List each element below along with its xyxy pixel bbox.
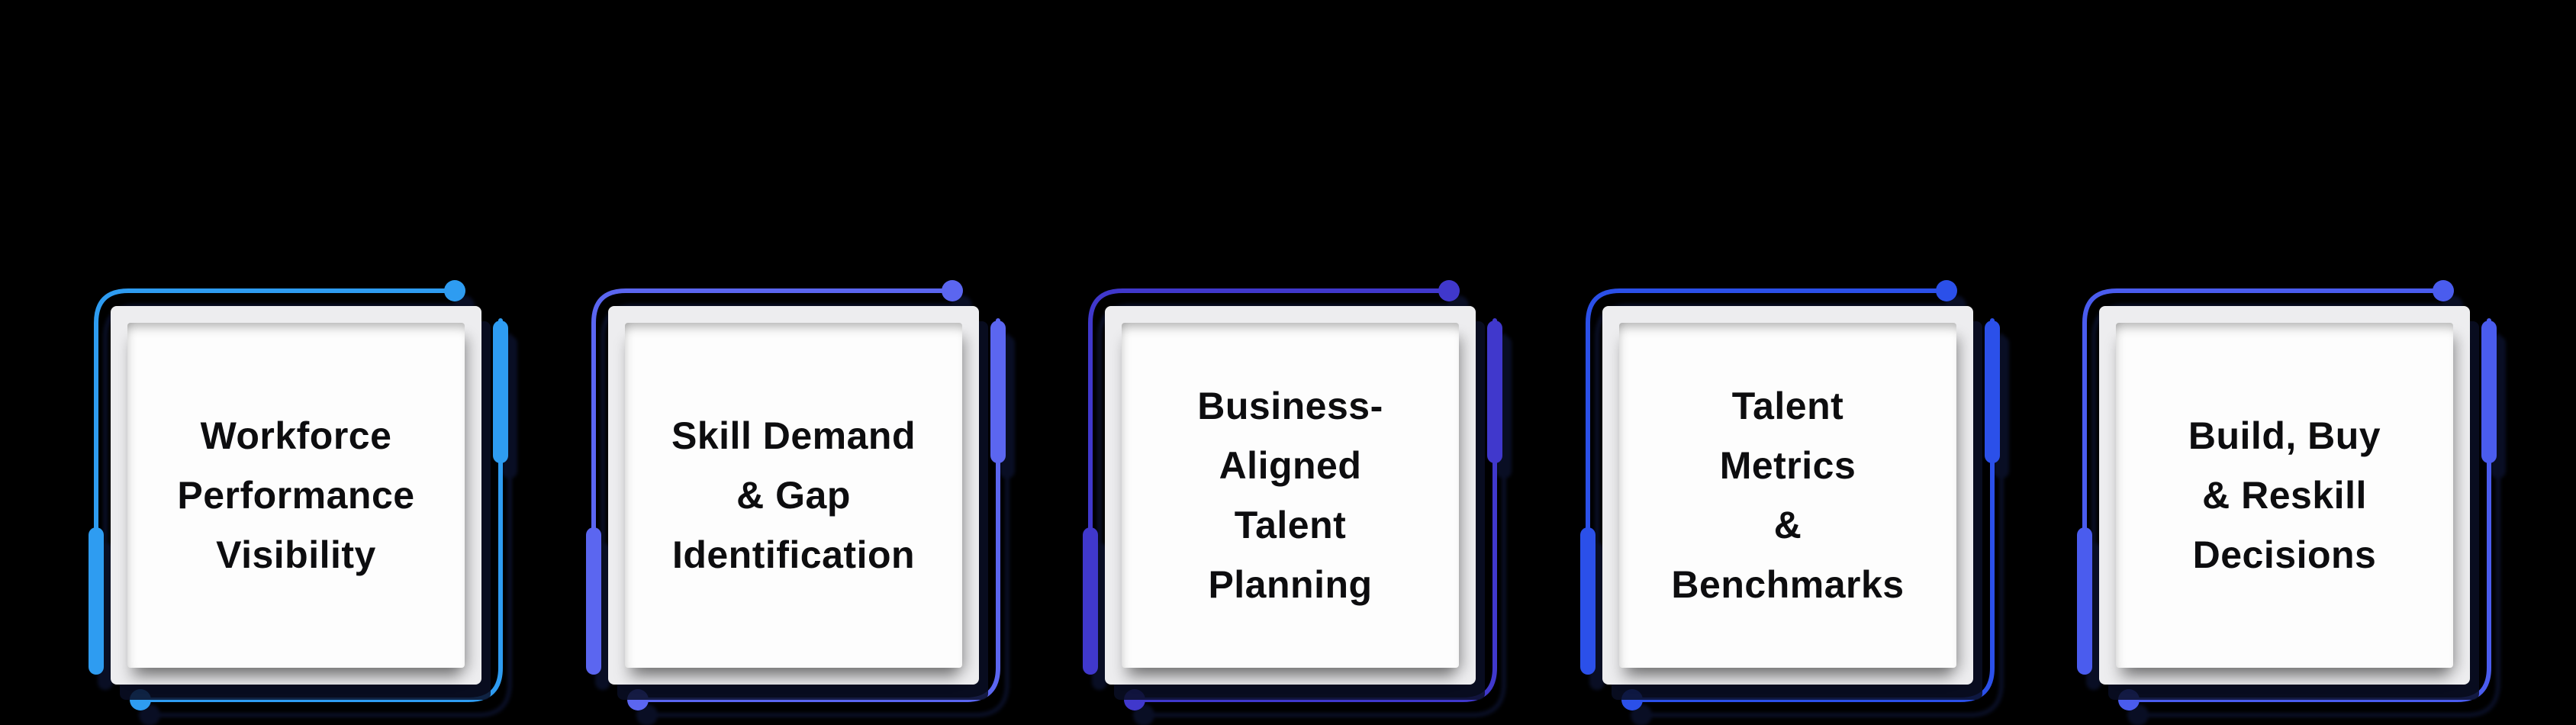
- card-label-line: Business-: [1197, 385, 1383, 427]
- card-unit-2: Skill Demand & Gap Identification: [576, 0, 1016, 710]
- card-label-line: Planning: [1208, 563, 1373, 606]
- card-label-line: Workforce: [200, 414, 392, 457]
- outline-top-right-dot: [444, 280, 465, 301]
- outline-bottom-right-stroke: [1132, 318, 1497, 702]
- outline-top-right-dot: [1438, 280, 1460, 301]
- outline-bottom-left-dot: [1124, 689, 1145, 710]
- card-label-line: Talent: [1731, 385, 1844, 427]
- outline-bottom-left-dot: [130, 689, 151, 710]
- outline-top-left-stroke: [1586, 288, 1949, 673]
- card-sheet: Business- Aligned Talent Planning: [1122, 323, 1459, 668]
- outline-bottom-left-dot: [1621, 689, 1643, 710]
- card-label-line: Build, Buy: [2188, 414, 2381, 457]
- card-talent-metrics-benchmarks: Talent Metrics & Benchmarks: [1602, 306, 1973, 685]
- card-label-line: Talent: [1234, 504, 1347, 546]
- card-label-line: Performance: [177, 474, 415, 517]
- card-unit-3: Business- Aligned Talent Planning: [1073, 0, 1512, 710]
- card-label-line: Benchmarks: [1671, 563, 1905, 606]
- card-sheet: Workforce Performance Visibility: [127, 323, 465, 668]
- outline-bottom-right-stroke: [2127, 318, 2491, 702]
- card-workforce-performance-visibility: Workforce Performance Visibility: [111, 306, 481, 685]
- outline-top-left-stroke: [1088, 288, 1451, 673]
- decorative-outline-5: [2077, 280, 2497, 710]
- outline-bottom-left-dot: [627, 689, 649, 710]
- outline-bottom-right-stroke: [1630, 318, 1995, 702]
- outline-top-left-stroke: [591, 288, 955, 673]
- card-build-buy-reskill-decisions: Build, Buy & Reskill Decisions: [2099, 306, 2470, 685]
- card-label-line: Identification: [671, 533, 916, 576]
- outline-top-right-dot: [942, 280, 963, 301]
- card-sheet: Skill Demand & Gap Identification: [625, 323, 962, 668]
- decorative-outline-2: [586, 280, 1006, 710]
- card-label-line: Skill Demand: [671, 414, 916, 457]
- card-unit-1: Workforce Performance Visibility: [79, 0, 518, 710]
- outline-bottom-left-dot: [2118, 689, 2140, 710]
- card-label-line: Visibility: [216, 533, 376, 576]
- card-label-line: Metrics: [1719, 444, 1856, 487]
- card-sheet: Build, Buy & Reskill Decisions: [2116, 323, 2453, 668]
- card-label-line: &: [1773, 504, 1802, 546]
- card-unit-4: Talent Metrics & Benchmarks: [1570, 0, 2010, 710]
- card-label-line: Decisions: [2192, 533, 2377, 576]
- infographic-canvas: Workforce Performance Visibility Skill D…: [79, 0, 2507, 710]
- card-label-line: Aligned: [1219, 444, 1362, 487]
- card-sheet: Talent Metrics & Benchmarks: [1619, 323, 1956, 668]
- card-unit-5: Build, Buy & Reskill Decisions: [2067, 0, 2507, 710]
- decorative-outline-3: [1083, 280, 1502, 710]
- outline-bottom-right-stroke: [138, 318, 503, 702]
- card-label-line: & Gap: [736, 474, 851, 517]
- outline-top-right-dot: [1936, 280, 1957, 301]
- card-business-aligned-talent-planning: Business- Aligned Talent Planning: [1105, 306, 1476, 685]
- outline-top-left-stroke: [94, 288, 457, 673]
- outline-top-left-stroke: [2082, 288, 2446, 673]
- card-skill-demand-gap-identification: Skill Demand & Gap Identification: [608, 306, 979, 685]
- outline-bottom-right-stroke: [636, 318, 1000, 702]
- outline-top-right-dot: [2433, 280, 2454, 301]
- decorative-outline-4: [1580, 280, 2000, 710]
- card-label-line: & Reskill: [2202, 474, 2367, 517]
- decorative-outline-1: [89, 280, 508, 710]
